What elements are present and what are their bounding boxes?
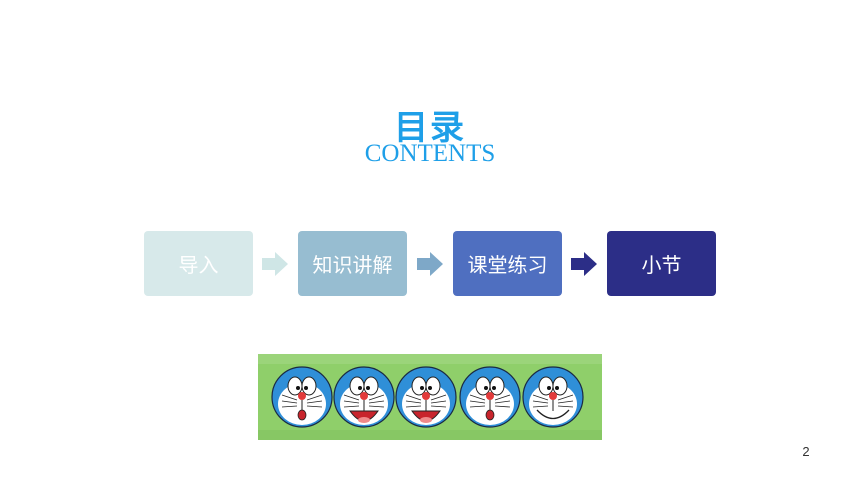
step-summary[interactable]: 小节 <box>607 231 716 296</box>
step-knowledge[interactable]: 知识讲解 <box>298 231 407 296</box>
slide-subtitle: CONTENTS <box>364 140 496 167</box>
arrow-right-icon <box>417 252 443 276</box>
cartoon-faces-image <box>258 354 602 440</box>
arrow-right-icon <box>262 252 288 276</box>
step-label: 课堂练习 <box>467 253 548 277</box>
step-label: 小节 <box>641 253 682 277</box>
arrow-right-icon <box>571 252 597 276</box>
step-practice[interactable]: 课堂练习 <box>453 231 562 296</box>
cartoon-face <box>522 366 584 428</box>
slide-title: 目录 <box>394 108 466 148</box>
cartoon-face <box>395 366 457 428</box>
step-intro[interactable]: 导入 <box>144 231 253 296</box>
cartoon-face <box>271 366 333 428</box>
page-number: 2 <box>802 444 810 459</box>
cartoon-face <box>459 366 521 428</box>
cartoon-face <box>333 366 395 428</box>
step-label: 导入 <box>178 253 219 277</box>
step-label: 知识讲解 <box>312 253 393 277</box>
